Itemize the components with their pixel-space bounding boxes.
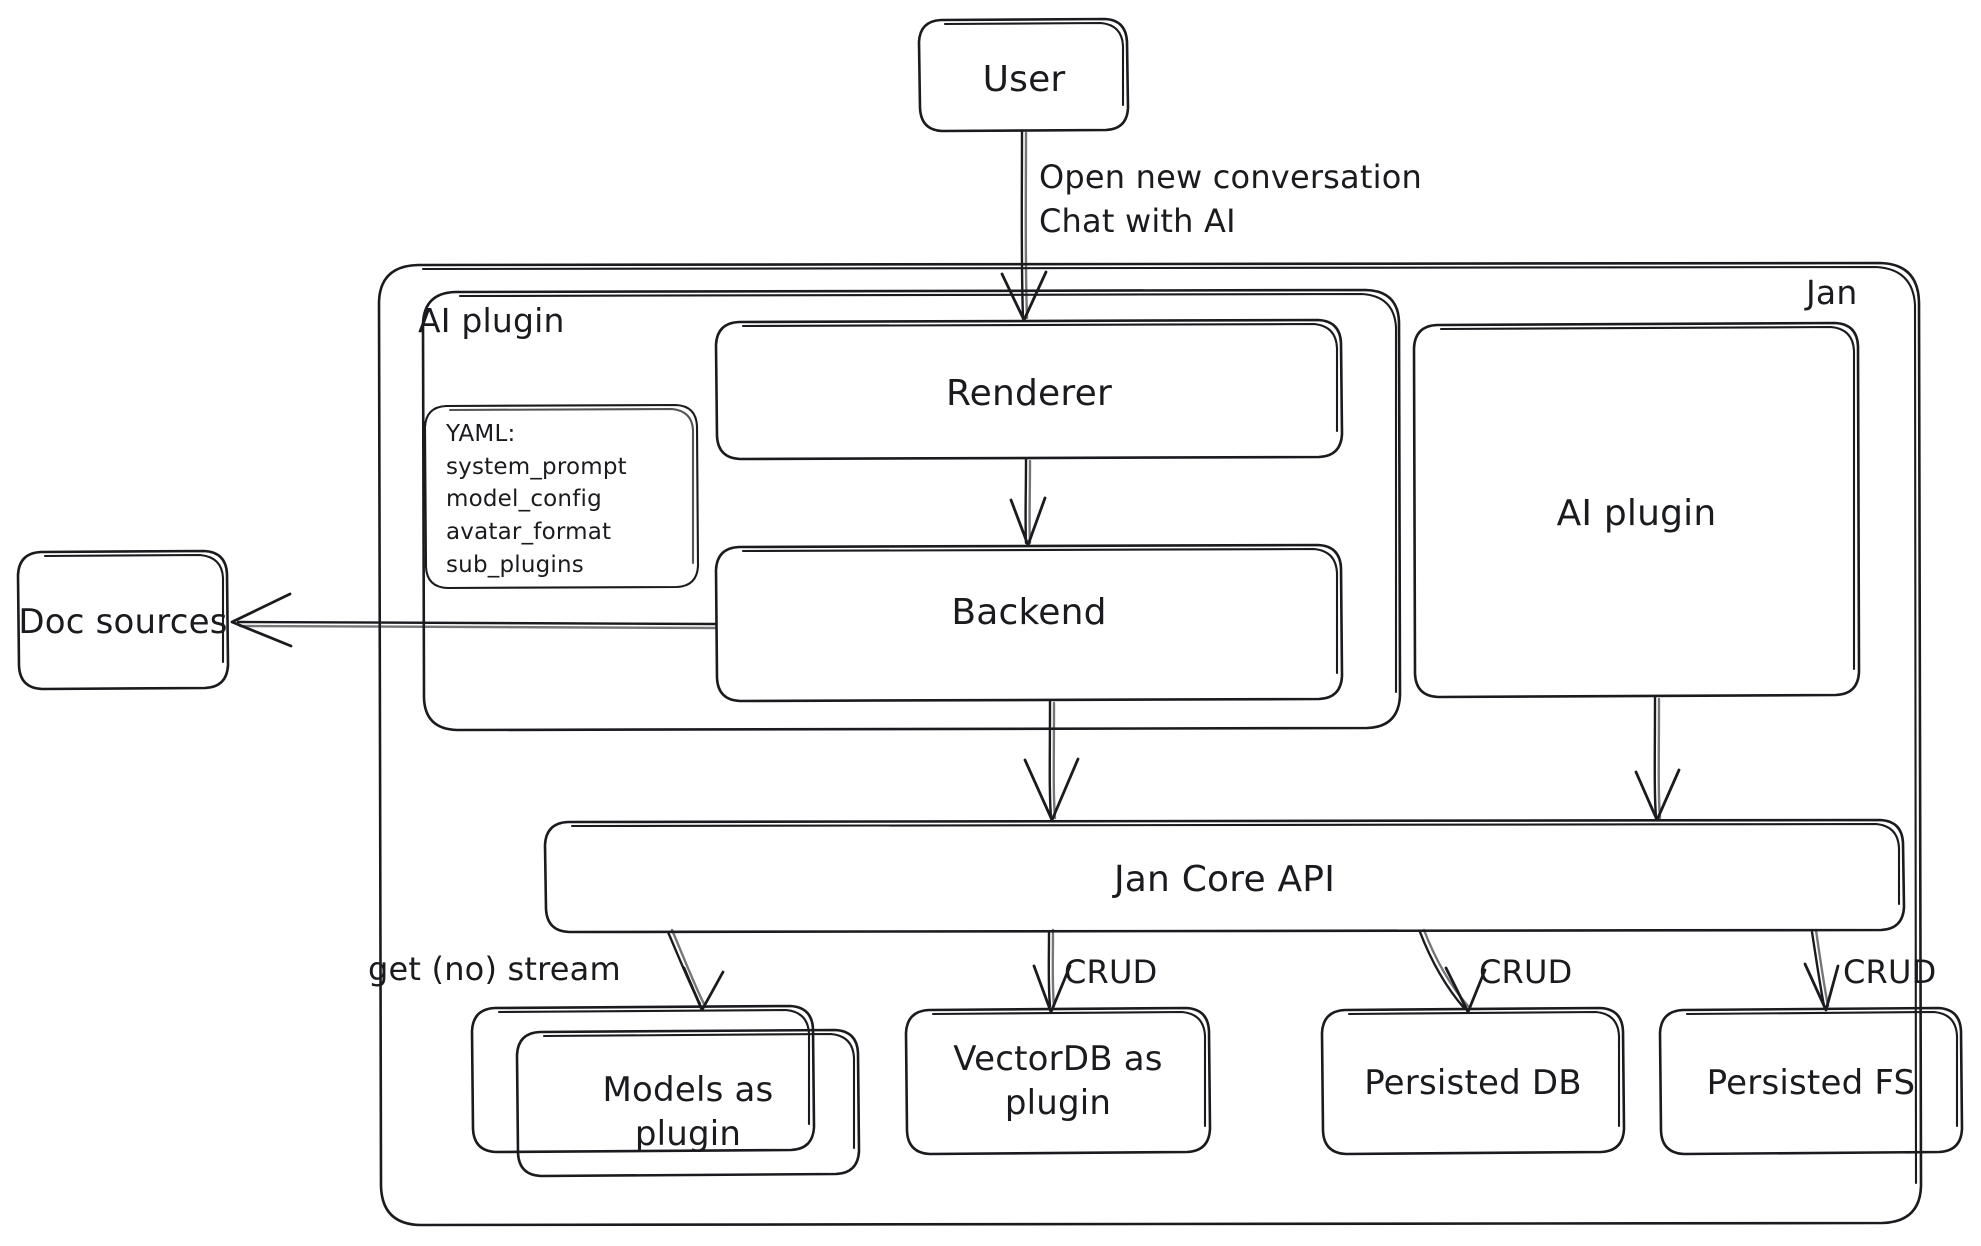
ai-plugin-box-shape[interactable] xyxy=(1412,321,1861,699)
edge-renderer-to-backend xyxy=(1009,457,1047,547)
user-box-shape[interactable] xyxy=(917,17,1130,133)
jan-container-shape[interactable] xyxy=(377,261,1923,1227)
doc-sources-box-shape[interactable] xyxy=(16,549,230,691)
models-as-plugin-back-shape xyxy=(470,1004,816,1154)
edge-core-to-persisted-fs xyxy=(1803,928,1840,1012)
edge-core-to-persisted-db xyxy=(1418,928,1487,1014)
yaml-note-shape[interactable] xyxy=(423,403,700,590)
backend-box-shape[interactable] xyxy=(714,543,1344,703)
persisted-fs-box-shape[interactable] xyxy=(1658,1006,1964,1156)
edge-backend-to-doc-sources xyxy=(230,592,718,648)
edge-user-to-renderer xyxy=(1000,129,1048,322)
persisted-db-box-shape[interactable] xyxy=(1320,1006,1626,1156)
edge-backend-to-core xyxy=(1023,699,1080,822)
edge-core-to-models xyxy=(666,928,725,1012)
vectordb-as-plugin-box-shape[interactable] xyxy=(904,1006,1212,1156)
renderer-box-shape[interactable] xyxy=(714,318,1344,461)
models-as-plugin-box-shape[interactable] xyxy=(515,1028,861,1178)
edge-ai-plugin-to-core xyxy=(1634,695,1681,822)
ai-plugin-group-shape[interactable] xyxy=(421,288,1402,732)
jan-core-api-box-shape[interactable] xyxy=(543,818,1906,934)
edge-core-to-vectordb xyxy=(1032,928,1072,1014)
